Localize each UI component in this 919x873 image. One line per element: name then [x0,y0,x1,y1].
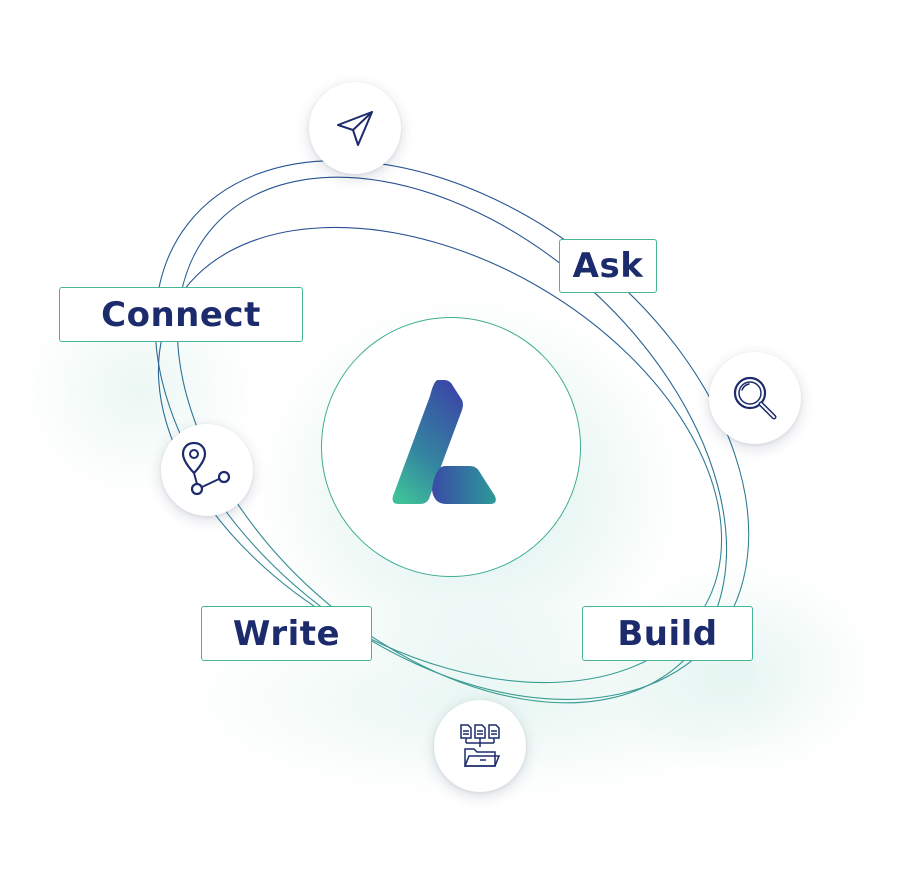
route-bubble [161,424,253,516]
center-circle [321,317,581,577]
label-write-text: Write [232,613,341,654]
label-ask-text: Ask [572,246,644,286]
magnifier-icon [733,376,777,420]
documents-folder-icon [460,724,501,767]
send-arrow-icon [337,111,373,146]
label-build: Build [582,606,753,661]
label-connect-text: Connect [101,294,261,335]
label-ask: Ask [559,239,657,293]
label-build-text: Build [617,613,718,654]
label-connect: Connect [59,287,303,342]
search-bubble [709,352,801,444]
brand-logo [392,380,496,504]
label-write: Write [201,606,372,661]
files-bubble [434,700,526,792]
send-bubble [309,82,401,174]
location-route-icon [181,441,231,496]
